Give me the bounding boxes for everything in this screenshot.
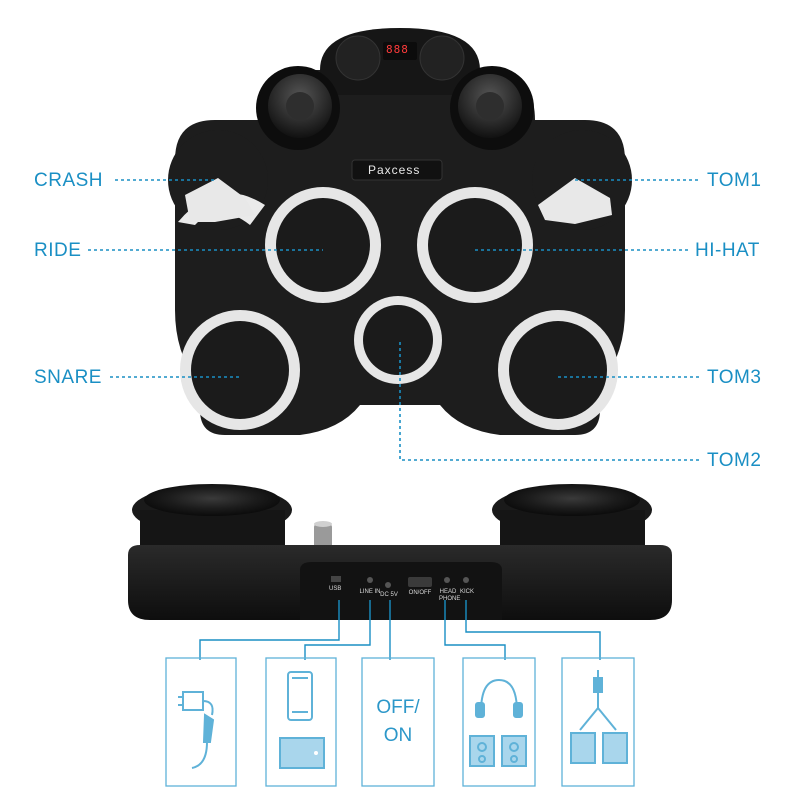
power-box-line2: ON	[383, 725, 413, 746]
led-display	[383, 42, 417, 60]
label-snare: SNARE	[34, 367, 102, 388]
dc-port	[385, 582, 391, 588]
connector-lines	[199, 600, 601, 660]
brand-logo: Paxcess	[368, 163, 421, 177]
speaker-top-left	[256, 66, 340, 150]
led-readout: 888	[386, 43, 409, 56]
port-label-line-in: LINE IN	[359, 589, 381, 595]
label-hihat: HI-HAT	[695, 240, 760, 261]
label-tom1: TOM1	[707, 170, 762, 191]
ride-pad	[265, 187, 381, 303]
headphones-speakers-icon	[469, 678, 527, 767]
line-in-port	[367, 577, 373, 583]
port-label-onoff: ON/OFF	[408, 590, 432, 596]
brand-plate	[351, 159, 443, 181]
kick-cable-icon	[570, 670, 628, 764]
port-label-headphone: HEAD PHONE	[439, 589, 461, 602]
power-switch	[408, 577, 432, 587]
kick-port	[463, 577, 469, 583]
speaker-top-right	[450, 66, 534, 150]
snare-pad	[180, 310, 300, 430]
usb-port	[331, 576, 341, 582]
tom3-pad	[498, 310, 618, 430]
port-label-dc: DC 5V	[380, 592, 398, 598]
control-base	[128, 484, 672, 620]
phone-tablet-icon	[279, 671, 325, 769]
power-box-line1: OFF/	[376, 697, 420, 718]
port-label-usb: USB	[329, 586, 342, 592]
headphone-port	[444, 577, 450, 583]
label-crash: CRASH	[34, 170, 104, 191]
crash-pad	[168, 130, 268, 230]
tom2-pad	[354, 296, 442, 384]
control-panel	[335, 35, 465, 81]
icon-boxes	[165, 657, 635, 787]
label-tom2: TOM2	[707, 450, 762, 471]
leader-lines	[88, 179, 700, 461]
label-ride: RIDE	[34, 240, 82, 261]
hihat-pad	[417, 187, 533, 303]
label-tom3: TOM3	[707, 367, 762, 388]
charger-icon	[178, 691, 215, 769]
port-label-kick: KICK	[459, 589, 474, 595]
